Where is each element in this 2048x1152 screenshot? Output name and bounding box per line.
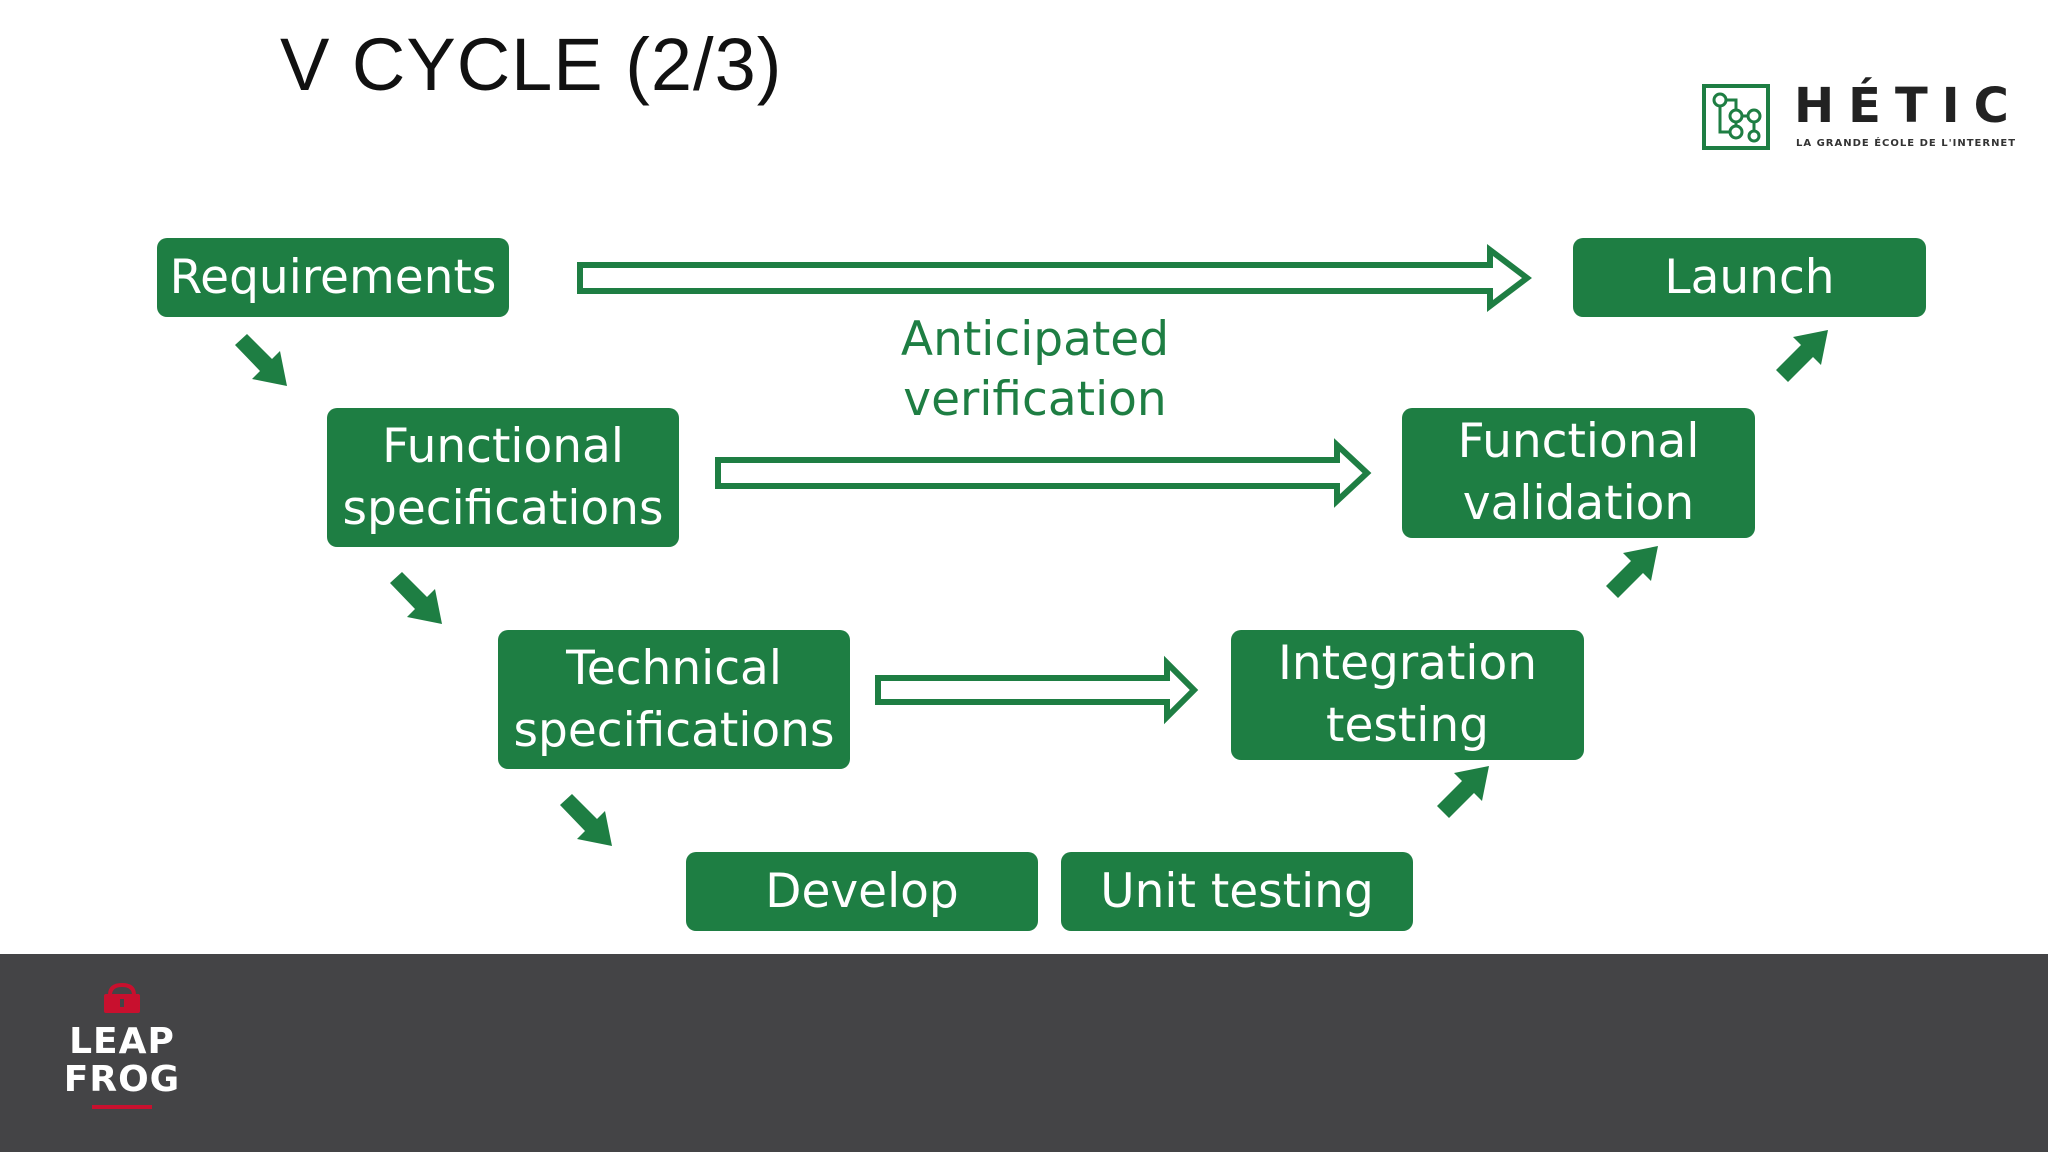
requirements-box: Requirements [157, 238, 509, 317]
footer-bar [0, 954, 2048, 1152]
down-arrow-functional-specs [390, 572, 442, 624]
technical-specifications-box: Technical specifications [498, 630, 850, 769]
hetic-wordmark: HÉTIC [1794, 78, 2023, 134]
launch-box: Launch [1573, 238, 1926, 317]
leapfrog-logo: LEAP FROG [62, 983, 182, 1113]
hetic-logo: HÉTIC LA GRANDE ÉCOLE DE L'INTERNET [1700, 76, 2015, 156]
up-arrow-unit-testing [1437, 766, 1489, 818]
leapfrog-word-frog: FROG [63, 1059, 181, 1100]
page-title: V CYCLE (2/3) [280, 23, 783, 106]
integration-testing-box: Integration testing [1231, 630, 1584, 760]
leapfrog-underline [92, 1105, 152, 1109]
leapfrog-lock-icon [104, 983, 140, 1013]
unit-testing-box: Unit testing [1061, 852, 1413, 931]
circuit-icon [1702, 84, 1770, 150]
anticipated-verification-arrow-bottom [875, 655, 1199, 725]
anticipated-verification-arrow-middle [715, 438, 1372, 508]
hetic-tagline: LA GRANDE ÉCOLE DE L'INTERNET [1796, 138, 2017, 149]
functional-specifications-box: Functional specifications [327, 408, 679, 547]
anticipated-verification-label: Anticipated verification [900, 312, 1170, 427]
anticipated-verification-arrow-top [577, 243, 1532, 313]
down-arrow-technical-specs [560, 794, 612, 846]
up-arrow-functional-validation [1776, 330, 1828, 382]
up-arrow-integration-testing [1606, 546, 1658, 598]
leapfrog-word-leap: LEAP [69, 1021, 175, 1062]
down-arrow-requirements [235, 334, 287, 386]
functional-validation-box: Functional validation [1402, 408, 1755, 538]
develop-box: Develop [686, 852, 1038, 931]
